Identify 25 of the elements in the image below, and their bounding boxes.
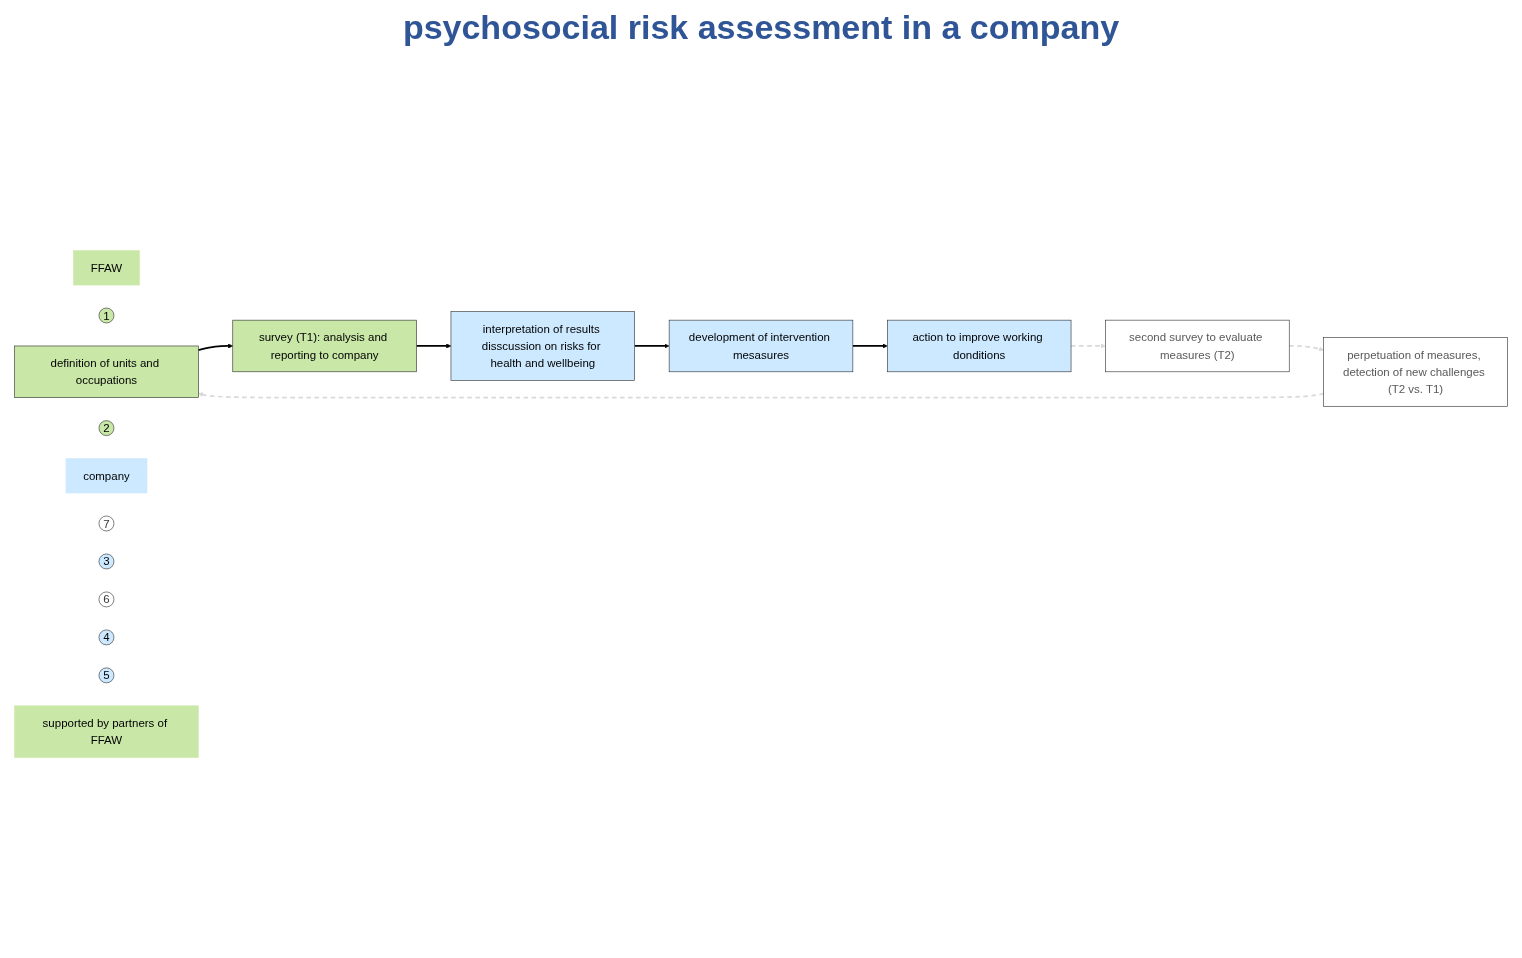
node-box: perpetuation of measures, detection of new challenges (T2 vs. T1) [1323, 337, 1508, 407]
arrow [1288, 345, 1324, 352]
node-box: company [65, 458, 148, 494]
node-circle: 6 [98, 591, 115, 608]
node-box: development of intervention mesasures [668, 319, 854, 373]
node-box: definition of units and occupations [14, 345, 199, 398]
node-box: supported by partners of FFAW [14, 705, 199, 758]
node-circle: 5 [98, 667, 115, 684]
arrow [633, 343, 670, 349]
arrow [415, 343, 452, 349]
arrow [1070, 343, 1106, 349]
node-box: FFAW [73, 250, 140, 286]
node-circle: 7 [98, 515, 115, 532]
node-circle: 1 [98, 307, 115, 324]
arrow [198, 392, 1325, 399]
arrow [197, 343, 233, 351]
node-box: second survey to evaluate measures (T2) [1105, 319, 1290, 373]
arrow [852, 343, 888, 349]
node-circle: 3 [98, 553, 115, 570]
node-box: action to improve working donditions [887, 319, 1072, 373]
diagram-title: psychosocial risk assessment in a company [401, 8, 1121, 47]
node-box: interpretation of results disscussion on risks for health and wellbeing [450, 311, 635, 381]
node-circle: 2 [98, 420, 115, 436]
node-box: survey (T1): analysis and reporting to company [232, 319, 417, 373]
node-circle: 4 [98, 629, 115, 646]
